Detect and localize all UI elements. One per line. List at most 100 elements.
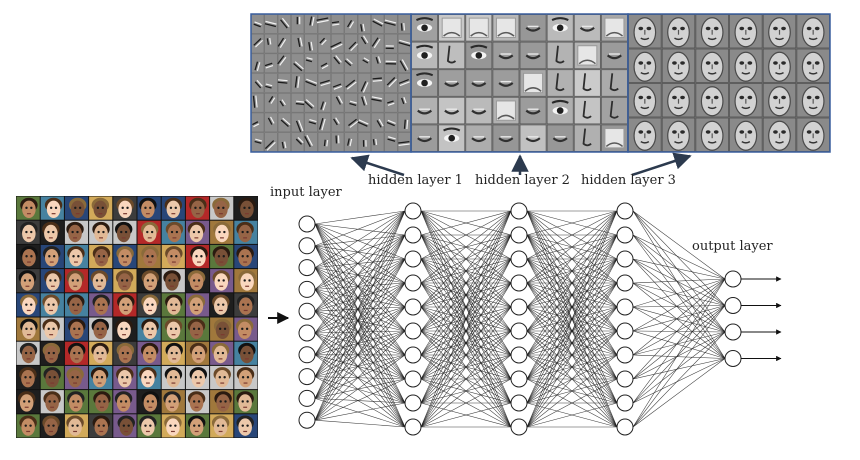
face-photo-skin	[216, 394, 230, 411]
face-photo-skin	[238, 322, 252, 339]
face-photo-skin	[190, 225, 204, 242]
face-photo-skin	[68, 418, 82, 435]
face-eye-right	[647, 27, 652, 30]
face-photo-eye	[144, 376, 146, 378]
part-cell	[439, 97, 465, 123]
face-photo-eye	[101, 279, 103, 281]
face-photo-skin	[143, 297, 157, 314]
face-photo-skin	[45, 346, 59, 363]
face-photo-eye	[25, 328, 27, 330]
face-eye-left	[739, 61, 744, 64]
face-eye-left	[638, 130, 643, 133]
face-photo-skin	[95, 394, 109, 411]
h1-neuron	[405, 299, 421, 315]
face-photo-skin	[44, 322, 58, 339]
face-eye-left	[773, 27, 778, 30]
face-photo-eye	[72, 303, 74, 305]
face-photo-skin	[44, 225, 58, 242]
face-photo-eye	[72, 255, 74, 257]
h3-neuron	[617, 419, 633, 435]
face-photo-eye	[52, 231, 54, 233]
face-photo-eye	[223, 255, 225, 257]
face-photo-skin	[238, 225, 252, 242]
face-photo-skin	[22, 322, 36, 339]
face-eye-left	[672, 27, 677, 30]
face-eye-left	[672, 61, 677, 64]
output-neuron	[725, 324, 741, 340]
filter-cell	[278, 54, 291, 73]
face-photo-eye	[25, 424, 27, 426]
h2-neuron	[511, 275, 527, 291]
face-photo-skin	[141, 201, 155, 218]
face-photo-eye	[173, 400, 175, 402]
face-photo-skin	[167, 249, 181, 266]
input-neuron	[299, 390, 315, 406]
part-cell	[601, 42, 627, 68]
face-photo-skin	[141, 418, 155, 435]
face-photo-eye	[171, 352, 173, 354]
filter-cell	[251, 14, 264, 33]
face-photo-eye	[76, 376, 78, 378]
face-photo-skin	[215, 370, 229, 387]
face-photo-eye	[149, 207, 151, 209]
face-photo-eye	[101, 376, 103, 378]
h2-neuron	[511, 371, 527, 387]
face-photo-skin	[144, 273, 158, 290]
face-photo-skin	[119, 418, 133, 435]
face-photo-skin	[190, 418, 204, 435]
face-photo-eye	[175, 328, 177, 330]
face-photo-eye	[30, 352, 32, 354]
h1-neuron	[405, 227, 421, 243]
face-eye-right	[647, 61, 652, 64]
face-photo-eye	[30, 231, 32, 233]
face-photo-skin	[21, 418, 35, 435]
face-photo-eye	[193, 303, 195, 305]
face-photo-eye	[25, 303, 27, 305]
face-photo-eye	[175, 255, 177, 257]
face-photo-eye	[175, 303, 177, 305]
face-photo-eye	[168, 279, 170, 281]
face-photo-eye	[198, 400, 200, 402]
face-photo-eye	[222, 279, 224, 281]
face-eye-right	[714, 61, 719, 64]
network-neurons	[299, 203, 741, 435]
face-photo-eye	[71, 376, 73, 378]
face-photo-eye	[97, 207, 99, 209]
face-eye-left	[807, 96, 812, 99]
face-photo-skin	[44, 297, 58, 314]
face-photo-eye	[24, 279, 26, 281]
face-eye-left	[638, 27, 643, 30]
h1-neuron	[405, 323, 421, 339]
face-photo-skin	[68, 370, 82, 387]
face-photo-skin	[190, 273, 204, 290]
face-photo-eye	[242, 255, 244, 257]
face-photo-eye	[47, 424, 49, 426]
face-photo-eye	[175, 352, 177, 354]
h2-neuron	[511, 395, 527, 411]
face-photo-skin	[238, 418, 252, 435]
face-photo-eye	[29, 424, 31, 426]
face-photo-eye	[98, 255, 100, 257]
filter-edge-light	[376, 139, 377, 145]
face-photo-eye	[151, 303, 153, 305]
face-eye-right	[647, 130, 652, 133]
face-photo-skin	[47, 201, 61, 218]
face-photo-eye	[122, 303, 124, 305]
input-neuron	[299, 303, 315, 319]
face-photo-eye	[121, 207, 123, 209]
filter-edge-light	[373, 80, 382, 81]
face-photo-skin	[239, 297, 253, 314]
face-photo-eye	[54, 279, 56, 281]
face-eye-right	[680, 96, 685, 99]
h3-neuron	[617, 395, 633, 411]
face-photo-eye	[218, 279, 220, 281]
h2-neuron	[511, 251, 527, 267]
face-photo-eye	[222, 424, 224, 426]
face-photo-eye	[223, 376, 225, 378]
face-photo-eye	[193, 231, 195, 233]
face-photo-eye	[120, 328, 122, 330]
face-photo-eye	[53, 255, 55, 257]
face-eye-left	[807, 130, 812, 133]
face-photo-eye	[24, 376, 26, 378]
face-photo-eye	[246, 328, 248, 330]
